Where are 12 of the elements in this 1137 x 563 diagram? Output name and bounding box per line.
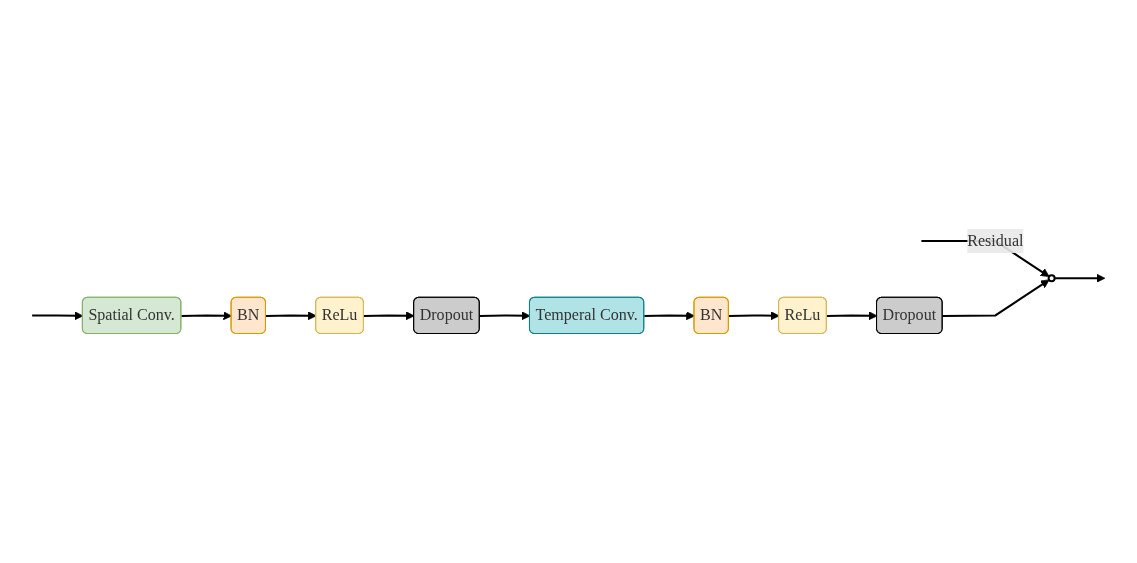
edge-label: Residual	[967, 232, 1024, 250]
node-circle	[1047, 274, 1056, 283]
arrow	[826, 311, 878, 321]
arrow	[1054, 274, 1106, 283]
arrow	[363, 311, 415, 321]
arrow	[728, 311, 780, 321]
arrow	[479, 311, 531, 321]
arrow	[181, 311, 232, 321]
arrow	[644, 311, 695, 321]
arrow	[942, 279, 1050, 318]
arrow	[265, 311, 317, 321]
arrow	[32, 311, 84, 321]
